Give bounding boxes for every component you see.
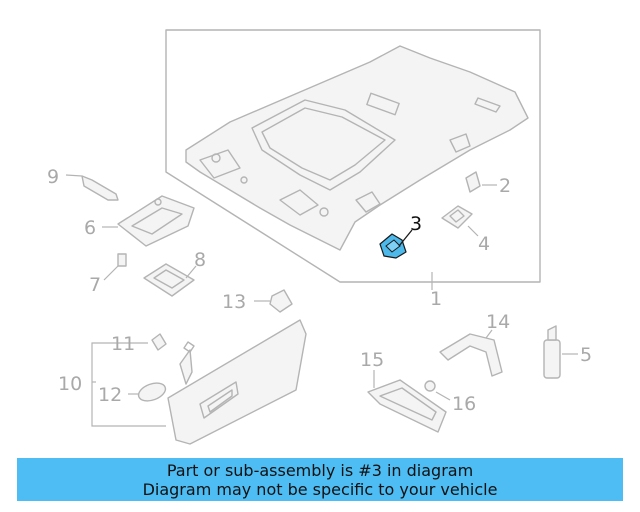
lamp-part-8 [143, 263, 197, 297]
headliner-box [165, 29, 541, 283]
clip-part-11 [151, 333, 167, 351]
sunvisor-part-10 [91, 319, 307, 445]
callout-12: 12 [98, 384, 122, 406]
info-banner: Part or sub-assembly is #3 in diagram Di… [17, 458, 623, 501]
callout-4: 4 [478, 233, 490, 255]
callout-16: 16 [452, 393, 476, 415]
sealant-part-5 [543, 325, 578, 379]
callout-5: 5 [580, 344, 592, 366]
callout-2: 2 [499, 175, 511, 197]
screw-part-7 [103, 253, 127, 281]
lamp-part-4 [441, 205, 479, 237]
strip-part-9 [65, 174, 119, 201]
callout-9: 9 [47, 166, 59, 188]
grab-handle-part-14 [439, 329, 503, 377]
clip-part-13 [254, 289, 293, 313]
callout-15: 15 [360, 349, 384, 371]
headliner-part [185, 45, 529, 251]
bracket-part-3-highlighted [379, 229, 413, 259]
callout-8: 8 [194, 249, 206, 271]
banner-line-2: Diagram may not be specific to your vehi… [142, 479, 498, 499]
cover-part-12 [128, 382, 167, 402]
clip-part-2 [465, 171, 497, 193]
banner-line-1: Part or sub-assembly is #3 in diagram [166, 460, 474, 480]
bolt-part-16 [424, 380, 451, 401]
handle-base-part-15 [367, 370, 447, 433]
callout-13: 13 [222, 291, 246, 313]
callout-3: 3 [410, 213, 422, 235]
callout-1: 1 [430, 288, 442, 310]
callout-11: 11 [111, 333, 135, 355]
callout-6: 6 [84, 217, 96, 239]
callout-10: 10 [58, 373, 82, 395]
parts-diagram: 1 2 3 4 5 6 7 8 9 10 11 12 13 14 15 16 [47, 29, 592, 445]
callout-7: 7 [89, 274, 101, 296]
console-part-6 [102, 195, 195, 247]
callout-14: 14 [486, 311, 510, 333]
